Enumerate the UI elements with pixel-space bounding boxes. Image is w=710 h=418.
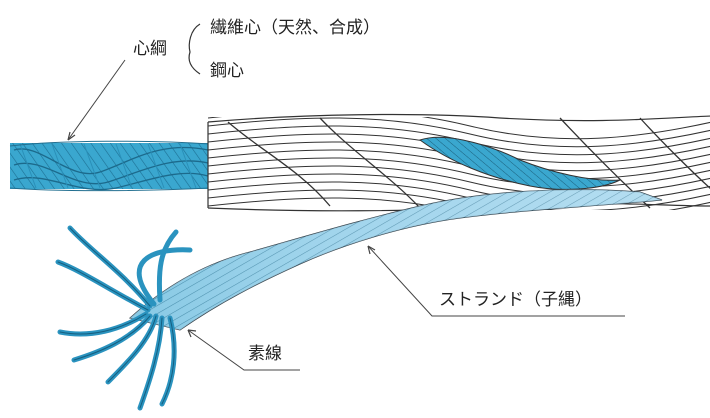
leader-wire-arrow [187,329,197,338]
core-rope-label: 心綱 [133,39,167,59]
strand-unwound [128,189,663,331]
leader-core-arrow [67,131,76,141]
leader-strand [367,245,625,317]
wire-label: 素線 [248,344,282,364]
loose-wires [55,225,193,411]
leader-strand-arrow [367,245,376,255]
leader-wire [187,329,300,371]
core-type-brace [188,23,201,75]
leader-core-rope [67,59,126,141]
steel-core-label: 鋼心 [210,61,244,81]
fiber-core-label: 繊維心（天然、合成） [210,18,380,38]
strand-label: ストランド（子縄） [439,290,592,310]
core-rope [9,140,211,192]
leader-lines [67,59,625,371]
wire-rope-body [207,113,710,212]
